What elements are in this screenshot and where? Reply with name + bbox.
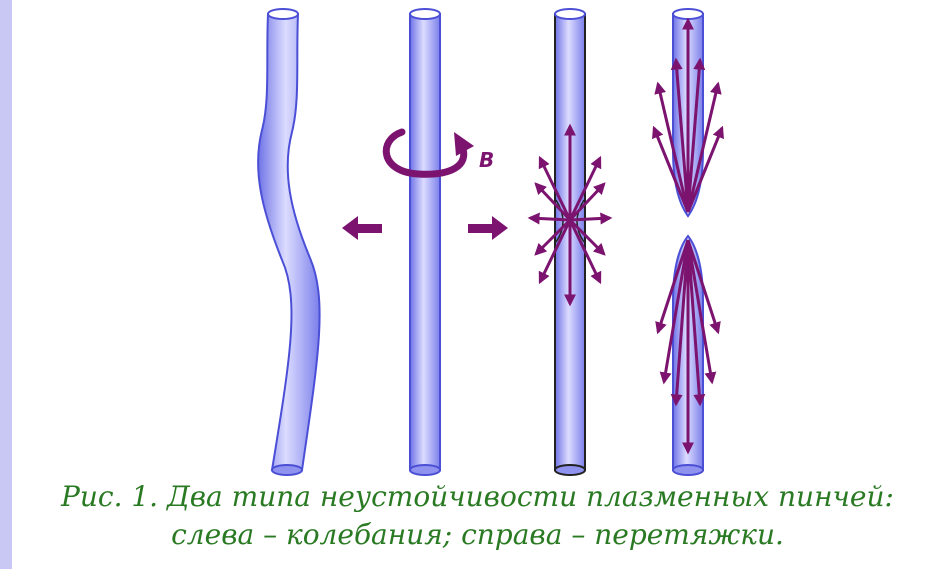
field-label-b: B	[479, 148, 494, 172]
force-arrows-center	[530, 126, 610, 304]
force-arrows-upper	[654, 20, 722, 212]
kink-instability-tube	[258, 9, 320, 475]
pinch-instability-diagram: B	[0, 0, 943, 480]
caption-line-2: слева – колебания; справа – перетяжки.	[12, 516, 943, 554]
force-arrows-lower	[658, 240, 718, 452]
straight-plasma-tube	[410, 9, 440, 475]
figure-caption: Рис. 1. Два типа неустойчивости плазменн…	[12, 478, 943, 554]
left-arrow-icon	[342, 216, 382, 240]
right-arrow-icon	[468, 216, 508, 240]
caption-line-1: Рис. 1. Два типа неустойчивости плазменн…	[12, 478, 943, 516]
